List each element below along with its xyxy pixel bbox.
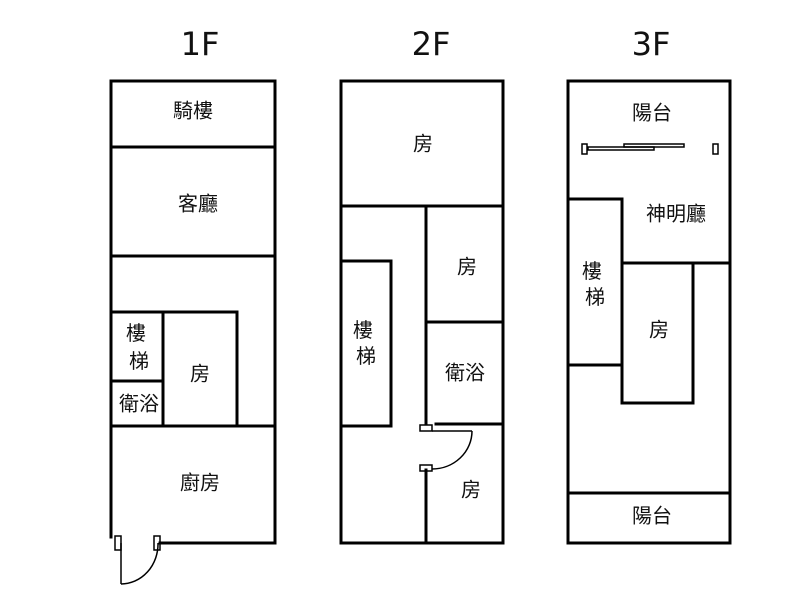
outer-wall <box>339 79 505 545</box>
floor-title-1f: 1F <box>181 25 220 63</box>
door-jamb <box>419 424 433 432</box>
room-label: 陽台 <box>632 504 672 528</box>
floor-3f: 3F 陽台 神明廳 樓 梯 房 陽台 <box>566 25 732 545</box>
door-jamb <box>114 535 122 551</box>
wall <box>109 310 239 428</box>
vertical-char: 樓 <box>582 259 602 283</box>
room-label-vertical: 樓 梯 <box>353 318 379 368</box>
door-jamb <box>581 143 588 155</box>
vertical-char: 梯 <box>356 344 376 368</box>
floor-1f: 1F 騎樓 客廳 樓 梯 衛浴 房 廚房 <box>109 25 277 585</box>
door-swing-arc <box>431 430 473 470</box>
sliding-panel <box>623 143 685 148</box>
vertical-char: 樓 <box>126 321 146 345</box>
stair-wall <box>339 259 393 428</box>
bedroom-door <box>419 424 473 472</box>
floor-title-2f: 2F <box>412 25 451 63</box>
entrance-door <box>114 535 161 585</box>
room-label: 神明廳 <box>646 202 706 226</box>
vertical-char: 梯 <box>585 285 605 309</box>
room-label: 客廳 <box>178 192 218 216</box>
floor-2f: 2F 房 房 樓 梯 衛浴 房 <box>339 25 505 545</box>
door-jamb <box>712 143 719 155</box>
room-label: 衛浴 <box>119 392 159 416</box>
sliding-panel <box>587 146 655 151</box>
door-jamb <box>419 464 433 472</box>
outer-wall <box>566 79 732 545</box>
room-label: 衛浴 <box>445 361 485 385</box>
room-label: 房 <box>457 255 477 279</box>
room-label: 陽台 <box>632 101 672 125</box>
room-label-vertical: 樓 梯 <box>126 321 152 373</box>
outer-wall <box>109 79 277 545</box>
vertical-char: 樓 <box>353 318 373 342</box>
room-label-vertical: 樓 梯 <box>582 259 608 309</box>
sliding-door <box>581 143 719 155</box>
room-label: 房 <box>413 132 433 156</box>
room-label: 房 <box>461 478 481 502</box>
door-swing-arc <box>120 542 159 585</box>
room-label: 騎樓 <box>173 99 213 123</box>
wall <box>566 197 732 405</box>
room-label: 廚房 <box>180 471 220 495</box>
room-label: 房 <box>190 362 210 386</box>
floor-title-3f: 3F <box>632 25 671 63</box>
vertical-char: 梯 <box>129 349 149 373</box>
room-label: 房 <box>649 318 669 342</box>
